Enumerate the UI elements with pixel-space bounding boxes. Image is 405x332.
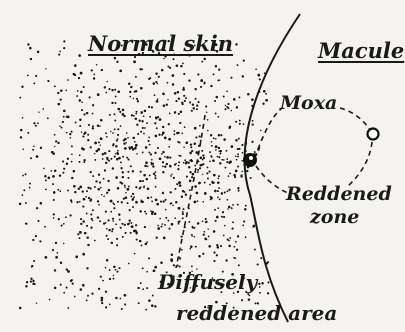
normal-skin-label: Normal skin: [88, 33, 233, 54]
reddened-zone-leader: [256, 166, 290, 194]
moxa-leader-line-right: [340, 108, 370, 130]
moxa-label: Moxa: [280, 94, 337, 113]
diffusely-reddened-label-line2: reddened area: [176, 303, 337, 323]
diffusely-reddened-label: Diffusely: [158, 272, 257, 292]
central-light-spot: [131, 174, 139, 182]
reddened-zone-leader-right: [348, 142, 372, 186]
reddened-zone-label: Reddened: [286, 185, 392, 204]
reddened-zone-label-line2: zone: [310, 208, 359, 227]
macule-label: Macule: [318, 40, 404, 61]
moxa-point: [243, 153, 257, 167]
moxa-point-on-macule: [368, 129, 379, 140]
moxa-highlight: [249, 156, 253, 160]
diffuse-area-leader: [176, 115, 205, 268]
